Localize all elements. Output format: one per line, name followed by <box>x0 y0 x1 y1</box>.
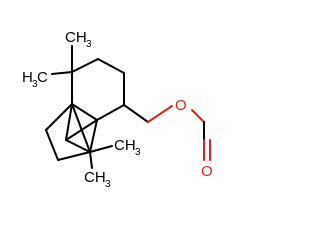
methyl-label: CH <box>65 29 87 46</box>
molecule-canvas: CH 3 H C 3 CH 3 CH 3 O O <box>22 29 213 190</box>
methyl-label: CH <box>84 169 106 186</box>
ester-group <box>147 105 211 161</box>
methyl-subscript: 3 <box>86 39 92 50</box>
structural-formula: CH 3 H C 3 CH 3 CH 3 O O <box>22 29 213 190</box>
bond <box>147 105 173 123</box>
bond <box>123 104 149 123</box>
bond <box>191 109 205 123</box>
bond <box>71 103 98 121</box>
methyl-subscript: 3 <box>135 147 141 158</box>
bond <box>65 103 73 141</box>
bond <box>51 71 73 75</box>
bond <box>71 103 91 153</box>
carbonyl-oxygen-label: O <box>201 163 213 180</box>
bond <box>97 58 125 74</box>
bond <box>89 119 98 153</box>
bond <box>65 119 98 141</box>
ester-oxygen-label: O <box>175 97 187 114</box>
bond <box>71 58 99 73</box>
bond <box>89 145 113 153</box>
bond <box>65 139 91 153</box>
bond <box>45 129 59 161</box>
methyl-subscript: 3 <box>32 79 38 90</box>
bond <box>45 103 73 131</box>
bond <box>57 151 91 161</box>
bond <box>89 151 93 169</box>
methyl-label: H C <box>22 69 48 86</box>
methyl-label: CH <box>114 137 136 154</box>
carbon-skeleton <box>45 45 149 169</box>
methyl-subscript: 3 <box>105 179 111 190</box>
bond <box>96 104 125 121</box>
